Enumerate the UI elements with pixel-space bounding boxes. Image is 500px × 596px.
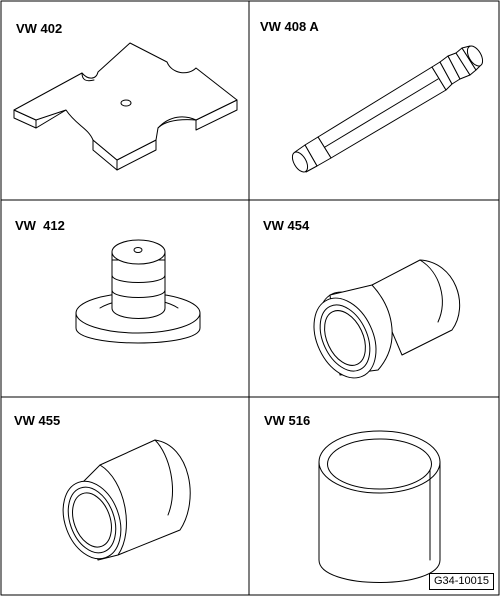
figure-reference: G34-10015 (428, 573, 494, 590)
tool-label-vw454: VW 454 (263, 218, 310, 233)
vw408a-shaft-drawing (291, 45, 484, 173)
vw454-bushing-drawing (313, 259, 461, 379)
vw455-bushing-drawing (62, 439, 191, 561)
tool-label-vw455: VW 455 (14, 413, 61, 428)
vw516-sleeve-drawing (318, 430, 441, 583)
tool-label-vw402: VW 402 (16, 21, 63, 36)
tool-label-vw412: VW 412 (15, 218, 65, 233)
vw402-plate-drawing (13, 42, 238, 171)
tool-label-vw516: VW 516 (264, 413, 311, 428)
vw412-mandrel-drawing (75, 239, 201, 344)
tool-label-vw408a: VW 408 A (260, 19, 319, 34)
